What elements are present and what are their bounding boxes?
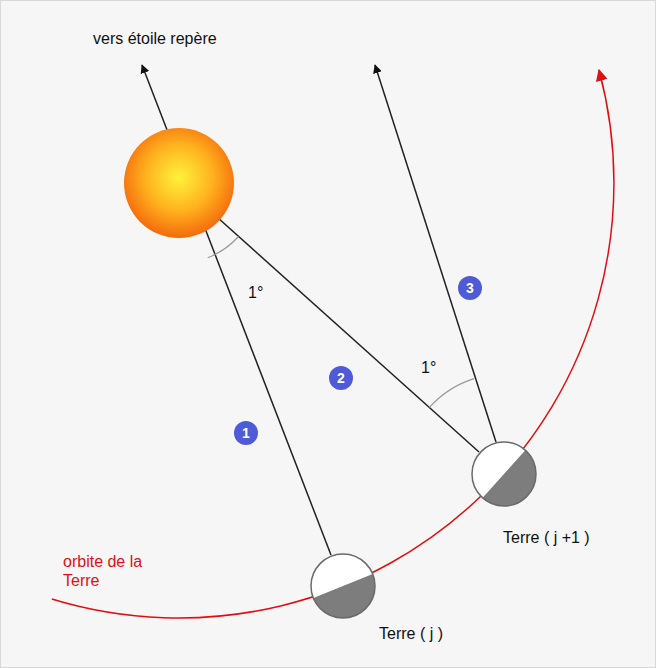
earth-night-side — [483, 450, 550, 519]
earth-outline — [472, 442, 536, 506]
earth-symbol — [310, 553, 376, 619]
earth-outline — [311, 554, 375, 618]
earth-orbit — [52, 70, 614, 618]
orbit-label: orbite de la Terre — [63, 552, 143, 590]
angle-arc — [208, 237, 239, 258]
earth-night-side — [313, 574, 384, 628]
angle-label: 1° — [421, 358, 436, 377]
earth-label: Terre ( j +1 ) — [503, 528, 590, 547]
angle-label: 1° — [248, 283, 263, 302]
sun — [124, 128, 234, 238]
sight-line-2 — [179, 183, 479, 452]
earth-node: Terre ( j +1 ) — [471, 441, 537, 507]
direction-label: vers étoile repère — [93, 29, 217, 48]
earth-node: Terre ( j ) — [310, 553, 376, 619]
earth-symbol — [471, 441, 537, 507]
angle-arc — [430, 379, 475, 408]
callout-number: 3 — [458, 276, 482, 300]
earth-label: Terre ( j ) — [379, 624, 443, 643]
sight-line-3 — [375, 65, 496, 442]
callout-number: 1 — [234, 421, 258, 445]
callout-number: 2 — [329, 366, 353, 390]
